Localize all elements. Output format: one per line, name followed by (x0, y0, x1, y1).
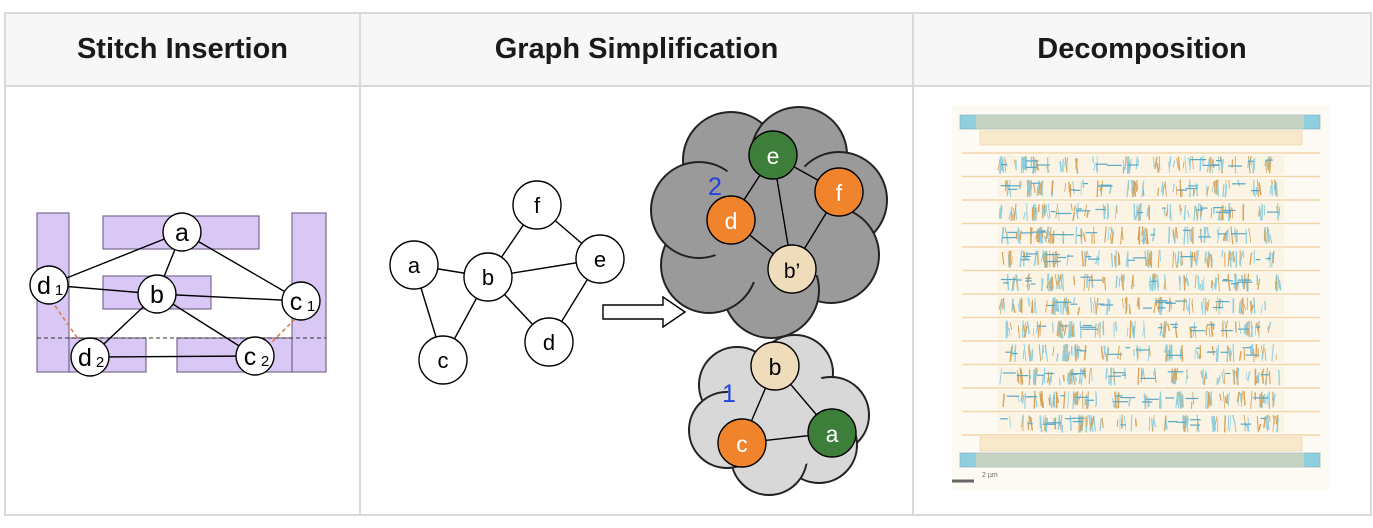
standard-cell-rows (962, 152, 1320, 436)
svg-text:d: d (725, 208, 738, 234)
group2-node-b-prime: b’ (767, 244, 817, 294)
svg-text:2: 2 (261, 353, 269, 370)
svg-text:2: 2 (96, 354, 104, 371)
graph-node-a: a (389, 240, 439, 290)
svg-text:2 µm: 2 µm (982, 472, 998, 479)
node-d1: d 1 (29, 265, 69, 305)
node-d2: d 2 (70, 337, 110, 377)
cloud-group-2: 2 e f d b’ (650, 106, 888, 339)
svg-text:a: a (175, 219, 189, 247)
graph-simplification-diagram: a b c d e f (389, 106, 888, 496)
group2-node-e: e (748, 130, 798, 180)
graph-node-c: c (418, 335, 468, 385)
arrow-right-icon (602, 295, 687, 329)
node-c2: c 2 (235, 336, 275, 376)
svg-text:f: f (836, 180, 843, 206)
cloud-group-1: 1 b c a (688, 334, 870, 496)
node-c1: c 1 (281, 281, 321, 321)
header-decomposition: Decomposition (912, 12, 1372, 87)
power-rail-bottom (959, 436, 1321, 468)
svg-text:b: b (482, 265, 494, 290)
svg-text:e: e (767, 143, 780, 169)
svg-text:d: d (543, 330, 555, 355)
group-2-label: 2 (708, 173, 722, 201)
svg-text:b: b (150, 281, 164, 309)
node-b: b (137, 274, 177, 314)
graph-node-e: e (575, 234, 625, 284)
svg-text:b’: b’ (784, 260, 800, 283)
group2-node-f: f (814, 167, 864, 217)
svg-text:e: e (594, 247, 606, 272)
decomposition-layout: 2 µm (952, 105, 1330, 490)
svg-text:c: c (290, 288, 303, 316)
header-stitch-insertion: Stitch Insertion (4, 12, 361, 87)
svg-text:c: c (438, 348, 449, 373)
graph-node-f: f (512, 180, 562, 230)
group1-node-c: c (717, 418, 767, 468)
header-graph-simplification: Graph Simplification (359, 12, 914, 87)
group1-node-b: b (750, 341, 800, 391)
svg-text:d: d (37, 272, 51, 300)
group-1-label: 1 (722, 380, 736, 408)
figure-frame: Stitch Insertion Graph Simplification De… (4, 12, 1372, 516)
svg-text:a: a (408, 253, 421, 278)
node-a: a (162, 212, 202, 252)
svg-text:d: d (78, 344, 92, 372)
graph-node-d: d (524, 317, 574, 367)
group1-node-a: a (807, 408, 857, 458)
group2-node-d: d (706, 195, 756, 245)
scale-bar: 2 µm (952, 472, 998, 483)
svg-text:a: a (826, 421, 839, 447)
svg-text:1: 1 (55, 282, 63, 299)
stitch-insertion-diagram: a b d 1 c 1 d 2 c 2 (29, 212, 327, 377)
svg-text:f: f (534, 193, 541, 218)
svg-text:c: c (736, 431, 748, 457)
graph-node-b: b (463, 252, 513, 302)
svg-text:1: 1 (307, 298, 315, 315)
svg-text:b: b (769, 354, 782, 380)
svg-text:c: c (244, 343, 257, 371)
power-rail-top (959, 114, 1321, 146)
